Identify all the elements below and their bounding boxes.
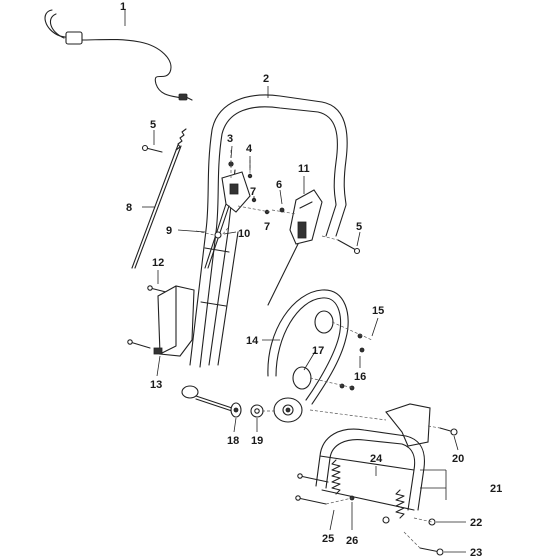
callout-9: 9 bbox=[166, 225, 172, 237]
lower-frame-plate bbox=[267, 289, 349, 423]
callout-labels: 1 2 3 4 5 5 6 7 7 8 9 10 11 12 13 14 15 … bbox=[120, 1, 502, 559]
callout-23: 23 bbox=[470, 547, 482, 559]
callout-25: 25 bbox=[322, 533, 334, 545]
callout-14: 14 bbox=[246, 335, 259, 347]
leader-lines bbox=[124, 10, 466, 553]
callout-18: 18 bbox=[227, 435, 239, 447]
callout-21: 21 bbox=[490, 483, 502, 495]
callout-10: 10 bbox=[238, 228, 250, 240]
callout-4: 4 bbox=[246, 143, 253, 155]
cable-bracket bbox=[127, 285, 195, 357]
bottom-bolts bbox=[403, 517, 444, 556]
bolt-right bbox=[321, 235, 361, 255]
callout-20: 20 bbox=[452, 453, 464, 465]
mount-bracket bbox=[309, 403, 458, 447]
bolt-left bbox=[141, 130, 163, 153]
knob-bolt bbox=[181, 385, 276, 418]
right-control-housing bbox=[267, 189, 323, 306]
control-rod bbox=[131, 128, 187, 269]
callout-22: 22 bbox=[470, 517, 482, 529]
callout-6: 6 bbox=[276, 179, 282, 191]
callout-13: 13 bbox=[150, 379, 162, 391]
callout-15: 15 bbox=[372, 305, 384, 317]
throttle-cable bbox=[44, 9, 193, 101]
callout-26: 26 bbox=[346, 535, 358, 547]
callout-3: 3 bbox=[227, 133, 233, 145]
frame-hardware bbox=[309, 321, 373, 391]
callout-19: 19 bbox=[251, 435, 263, 447]
callout-8: 8 bbox=[126, 202, 132, 214]
springs bbox=[295, 459, 405, 524]
callout-2: 2 bbox=[263, 73, 269, 85]
upper-handle bbox=[189, 94, 348, 368]
callout-24: 24 bbox=[370, 453, 383, 465]
callout-12: 12 bbox=[152, 257, 164, 269]
callout-7-bottom: 7 bbox=[264, 221, 270, 233]
callout-17: 17 bbox=[312, 345, 324, 357]
callout-1: 1 bbox=[120, 1, 126, 13]
control-lever bbox=[195, 171, 251, 269]
callout-5-right: 5 bbox=[356, 221, 362, 233]
callout-5-left: 5 bbox=[150, 119, 156, 131]
callout-7-top: 7 bbox=[250, 186, 256, 198]
callout-16: 16 bbox=[354, 371, 366, 383]
callout-11: 11 bbox=[298, 163, 310, 175]
